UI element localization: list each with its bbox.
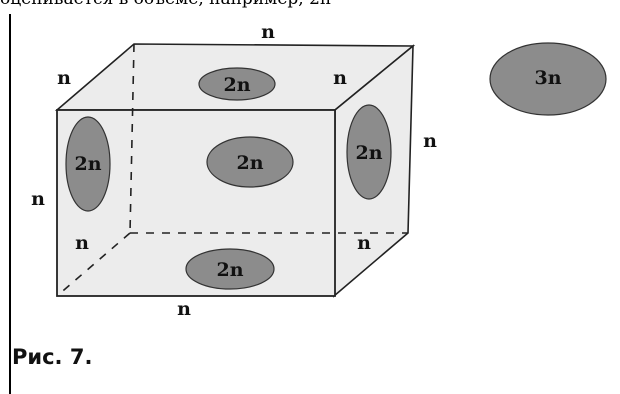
left-face-label: 2n xyxy=(74,153,101,175)
edge-label-bottom-front: n xyxy=(177,298,191,320)
top-face-ellipse xyxy=(198,67,276,101)
edge-label-left-side: n xyxy=(31,188,45,210)
edge-label-right-side: n xyxy=(423,130,437,152)
edge-label-top-back: n xyxy=(261,21,275,43)
front-face-ellipse xyxy=(206,136,294,188)
bottom-face-label: 2n xyxy=(216,259,243,281)
top-face-label: 2n xyxy=(223,74,250,96)
edge-label-bottom-left-inner: n xyxy=(75,232,89,254)
edge-label-top-right: n xyxy=(333,67,347,89)
right-face-ellipse xyxy=(346,104,392,200)
cropped-top-text: оценивается в объеме, например, 2n xyxy=(0,0,620,9)
bottom-face-ellipse xyxy=(185,248,275,290)
interior-label: 3n xyxy=(534,67,561,89)
right-face-label: 2n xyxy=(355,142,382,164)
interior-ellipse xyxy=(489,42,607,116)
figure-caption: Рис. 7. xyxy=(12,345,93,369)
edge-label-top-left: n xyxy=(57,67,71,89)
hidden-edge-diagonal xyxy=(56,232,131,297)
edge-label-bottom-right-inner: n xyxy=(357,232,371,254)
left-face-ellipse xyxy=(65,116,111,212)
front-face-label: 2n xyxy=(236,152,263,174)
